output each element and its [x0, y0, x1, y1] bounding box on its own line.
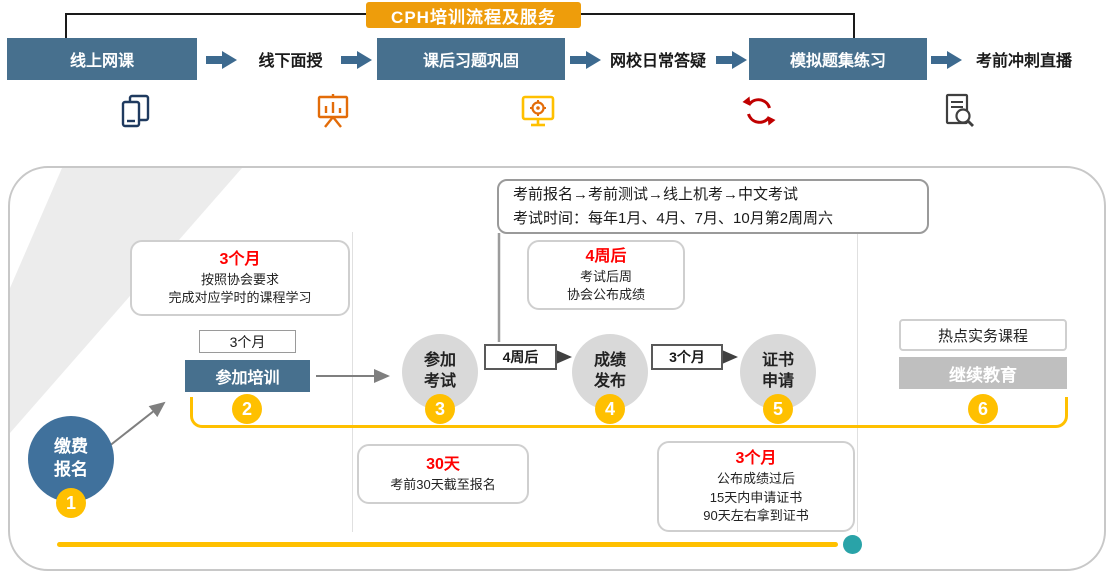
top-step-online-course: 线上网课	[7, 38, 197, 80]
callout-deadline-line1: 考前30天截至报名	[390, 477, 496, 493]
step-number-badge-4: 4	[595, 394, 625, 424]
right-arrow-icon	[929, 50, 965, 75]
step-box-attend-training: 参加培训	[185, 360, 310, 392]
step3-label-line2: 考试	[423, 373, 456, 390]
step5-label-line2: 申请	[761, 373, 794, 390]
callout-results: 4周后 考试后周 协会公布成绩	[527, 240, 685, 310]
presentation-chart-icon	[315, 93, 351, 129]
devices-icon	[118, 93, 154, 129]
callout-training-line2: 完成对应学时的课程学习	[168, 290, 312, 306]
gap-box-four-weeks: 4周后	[484, 344, 557, 370]
callout-results-duration: 4周后	[585, 247, 627, 265]
step-number-badge-3: 3	[425, 394, 455, 424]
callout-results-line1: 考试后周	[579, 269, 632, 284]
header-bracket-tick-left	[65, 13, 67, 38]
callout-certificate-line3: 90天左右拿到证书	[703, 507, 809, 523]
step-box-continuing-education: 继续教育	[899, 357, 1067, 389]
callout-training: 3个月 按照协会要求 完成对应学时的课程学习	[130, 240, 350, 316]
callout-training-duration: 3个月	[219, 250, 261, 268]
step-number-badge-6: 6	[968, 394, 998, 424]
page-title-badge: CPH培训流程及服务	[366, 2, 581, 28]
step4-label-line2: 发布	[593, 373, 626, 390]
header-bracket-tick-right	[853, 13, 855, 38]
timeline-bracket	[190, 397, 1068, 428]
right-arrow-icon	[568, 50, 604, 75]
top-step-mock-practice: 模拟题集练习	[749, 38, 927, 80]
exam-info-line1: 考前报名→考前测试→线上机考→中文考试	[513, 186, 799, 204]
exam-info-box: 考前报名→考前测试→线上机考→中文考试 考试时间：每年1月、4月、7月、10月第…	[497, 179, 929, 234]
top-step-exercise-consolidation: 课后习题巩固	[377, 38, 565, 80]
callout-deadline: 30天 考前30天截至报名	[357, 444, 529, 504]
top-step-sprint-live: 考前冲刺直播	[975, 53, 1072, 70]
step4-label-line1: 成绩	[593, 352, 626, 370]
timeline-end-dot	[843, 535, 862, 554]
step-circle-pay-register: 缴费 报名	[28, 416, 114, 502]
section-divider-line	[352, 232, 353, 532]
callout-certificate: 3个月 公布成绩过后 15天内申请证书 90天左右拿到证书	[657, 441, 855, 532]
monitor-gear-icon	[520, 93, 556, 129]
callout-certificate-duration: 3个月	[735, 450, 777, 468]
right-arrow-icon	[714, 50, 750, 75]
callout-certificate-line2: 15天内申请证书	[709, 489, 803, 505]
hot-topics-box: 热点实务课程	[899, 319, 1067, 351]
callout-deadline-duration: 30天	[426, 455, 460, 473]
step1-label-line1: 缴费	[54, 437, 88, 457]
right-arrow-icon	[204, 50, 240, 75]
document-search-icon	[940, 93, 976, 129]
section-divider-line	[857, 232, 858, 532]
step3-label-line1: 参加	[423, 352, 456, 370]
gap-box-three-months: 3个月	[651, 344, 723, 370]
callout-training-line1: 按照协会要求	[200, 272, 279, 287]
step-number-badge-5: 5	[763, 394, 793, 424]
training-duration-box: 3个月	[199, 330, 296, 353]
step5-label-line1: 证书	[761, 352, 794, 370]
right-arrow-icon	[339, 50, 375, 75]
step-number-badge-1: 1	[56, 488, 86, 518]
callout-results-line2: 协会公布成绩	[566, 287, 645, 303]
bottom-timeline	[57, 542, 838, 547]
callout-certificate-line1: 公布成绩过后	[716, 471, 795, 487]
top-step-offline-teaching: 线下面授	[258, 53, 323, 70]
step-number-badge-2: 2	[232, 394, 262, 424]
step1-label-line2: 报名	[54, 460, 88, 479]
top-step-daily-qa: 网校日常答疑	[609, 53, 706, 70]
refresh-arrows-icon	[741, 93, 777, 129]
exam-info-line2: 考试时间：每年1月、4月、7月、10月第2周周六	[513, 209, 834, 227]
